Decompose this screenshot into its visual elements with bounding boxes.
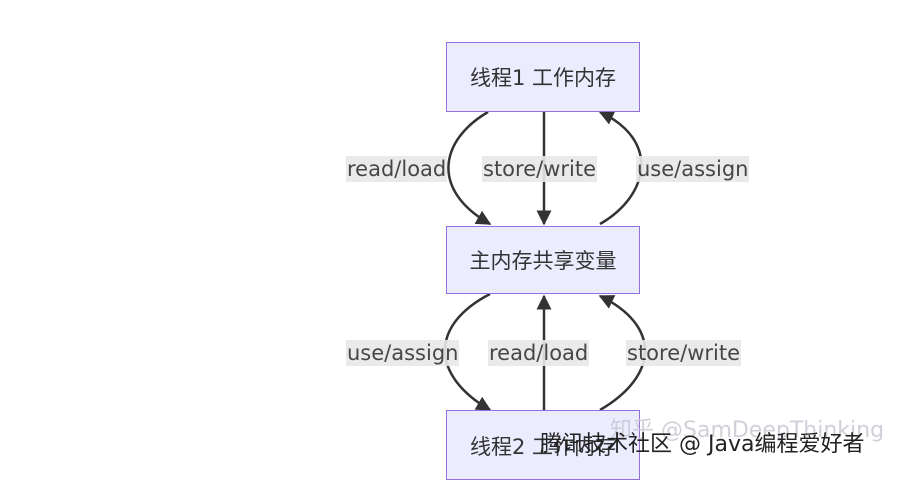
node-main-memory: 主内存共享变量	[446, 226, 640, 294]
node-thread2-working-memory: 线程2 工作内存	[446, 410, 640, 480]
edge-label-upper-right: use/assign	[636, 156, 750, 182]
edge-label-upper-left: read/load	[346, 156, 448, 182]
node-thread1-working-memory: 线程1 工作内存	[446, 42, 640, 112]
edge-upper-left	[447, 110, 492, 226]
edge-label-lower-right: store/write	[626, 340, 741, 366]
watermark-java: 腾讯技术社区 @ Java编程爱好者	[540, 432, 865, 457]
node-main-memory-label: 主内存共享变量	[469, 249, 617, 273]
node-thread1-label: 线程1 工作内存	[469, 66, 617, 90]
edge-label-lower-left: use/assign	[346, 340, 460, 366]
watermark-zhihu: 知乎 @SamDeepThinking	[610, 418, 885, 443]
edge-label-lower-center: read/load	[488, 340, 590, 366]
node-thread2-label: 线程2 工作内存	[469, 435, 617, 459]
edge-label-upper-center: store/write	[482, 156, 597, 182]
